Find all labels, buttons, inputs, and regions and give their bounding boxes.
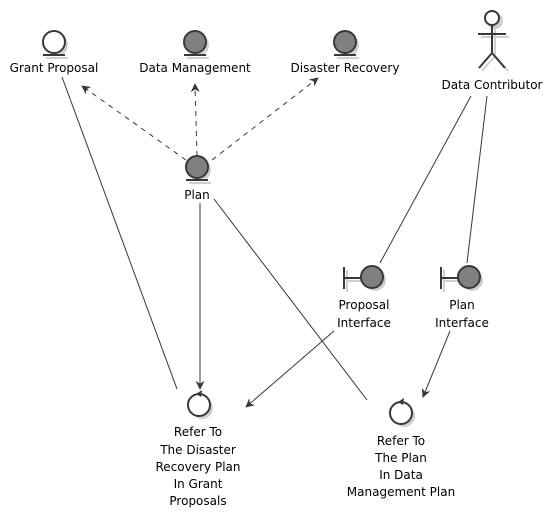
node-refer-dmp[interactable]: Refer To The Plan In Data Management Pla… — [347, 398, 455, 499]
actor-icon — [478, 10, 509, 72]
edge-plan-interface-to-refer-dmp — [421, 330, 451, 398]
boundary-icon — [440, 265, 483, 292]
node-label-line-2: Interface — [337, 316, 391, 330]
edge-plan-to-disaster-recovery — [211, 77, 319, 161]
node-label-line-2: The Disaster — [159, 443, 236, 457]
node-proposal-interface[interactable]: Proposal Interface — [337, 265, 391, 330]
node-label: Data Contributor — [442, 78, 543, 92]
boundary-icon — [343, 265, 386, 292]
entity-icon — [333, 30, 357, 54]
node-grant-proposal[interactable]: Grant Proposal — [10, 30, 99, 75]
node-label-line-3: Recovery Plan — [156, 460, 241, 474]
node-label-line-1: Plan — [449, 298, 475, 312]
entity-icon — [185, 155, 209, 179]
edge-contributor-to-proposal-interface — [379, 95, 472, 264]
node-label-line-1: Refer To — [377, 434, 425, 448]
node-label-line-2: The Plan — [374, 451, 427, 465]
node-data-management[interactable]: Data Management — [139, 30, 251, 75]
node-label: Data Management — [139, 61, 251, 75]
edge-proposal-interface-to-refer-grant — [245, 330, 335, 408]
node-label-line-4: In Grant — [174, 477, 223, 491]
node-label-line-1: Proposal — [339, 298, 390, 312]
edge-plan-to-data-management — [190, 83, 200, 157]
node-label-line-2: Interface — [435, 316, 489, 330]
node-label-line-1: Refer To — [174, 425, 222, 439]
node-label-line-5: Proposals — [169, 494, 226, 508]
control-icon — [389, 398, 415, 427]
edge-contributor-to-plan-interface — [466, 95, 488, 264]
node-label-line-3: In Data — [379, 468, 423, 482]
control-icon — [187, 390, 213, 419]
edges — [61, 76, 488, 408]
node-data-contributor[interactable]: Data Contributor — [442, 10, 543, 92]
edge-grant-proposal-to-refer-grant — [61, 76, 178, 390]
entity-icon — [183, 30, 207, 54]
node-plan-interface[interactable]: Plan Interface — [435, 265, 489, 330]
edge-plan-to-grant-proposal — [81, 85, 187, 161]
node-label: Grant Proposal — [10, 61, 99, 75]
node-plan[interactable]: Plan — [184, 155, 211, 202]
node-refer-grant[interactable]: Refer To The Disaster Recovery Plan In G… — [156, 390, 241, 508]
edge-plan-to-refer-dmp — [213, 198, 368, 401]
node-disaster-recovery[interactable]: Disaster Recovery — [291, 30, 400, 75]
node-label-line-4: Management Plan — [347, 485, 455, 499]
node-label: Plan — [184, 188, 210, 202]
node-label: Disaster Recovery — [291, 61, 400, 75]
entity-icon — [42, 30, 66, 54]
